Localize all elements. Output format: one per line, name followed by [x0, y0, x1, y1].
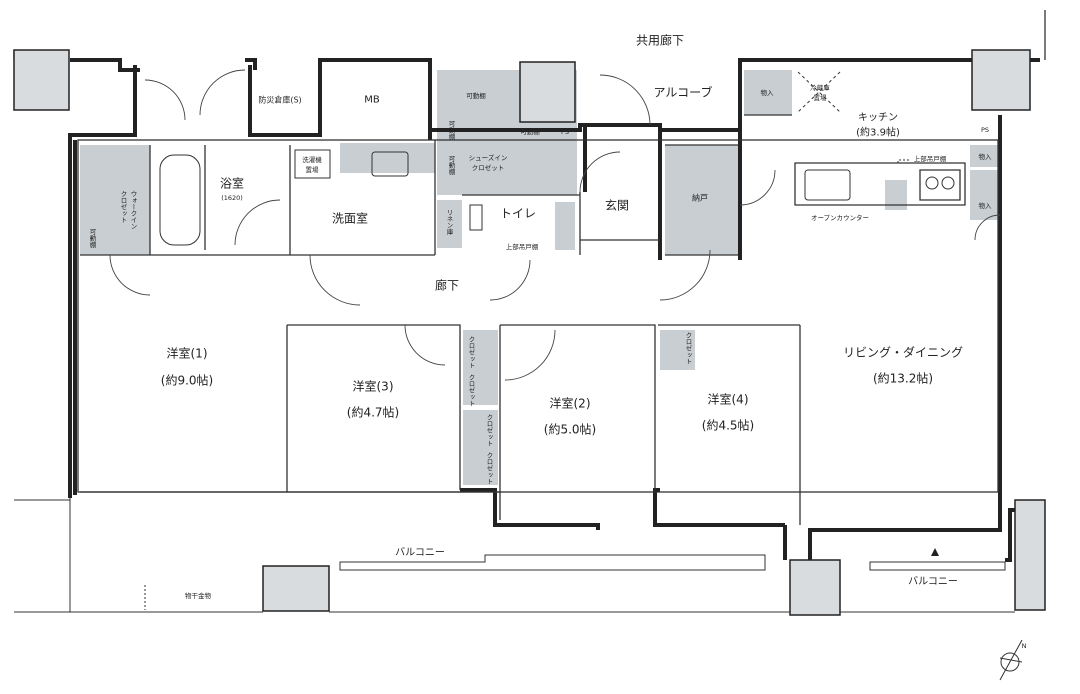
ps-label-2: PS	[980, 126, 990, 134]
alcove-label: アルコーブ	[653, 85, 713, 100]
shoes-in-closet-label: シューズイン クロゼット	[468, 154, 508, 172]
living-dining-size: (約13.2帖)	[872, 371, 934, 386]
bathtub	[159, 154, 201, 246]
balcony-label-2: バルコニー	[908, 576, 958, 588]
room-2-size: (約5.0帖)	[543, 422, 597, 437]
movable-shelf-label-5: 可動棚	[88, 228, 96, 248]
entrance-label: 玄関	[604, 198, 630, 213]
linen-label: リネン庫	[445, 209, 453, 235]
column	[789, 559, 841, 616]
closet-label-3: クロゼット	[485, 413, 493, 447]
toilet-label: トイレ	[499, 206, 537, 221]
column	[13, 49, 70, 111]
bathroom-size: (1620)	[221, 194, 243, 202]
column	[519, 61, 576, 123]
kitchen-storage-fill	[744, 70, 792, 115]
living-dining-name: リビング・ダイニング	[842, 345, 964, 360]
movable-shelf-label-4: 可動棚	[447, 155, 455, 175]
room-4-size: (約4.5帖)	[701, 418, 755, 433]
bathroom-label: 浴室	[219, 176, 245, 191]
north-label: N	[1021, 642, 1027, 650]
storage-fill	[665, 145, 738, 255]
column	[1014, 499, 1046, 611]
common-corridor-label: 共用廊下	[635, 33, 685, 48]
kitchen-storage-label: 物入	[760, 89, 774, 97]
room-2-name: 洋室(2)	[549, 396, 591, 411]
upper-cabinet-label-2: 上部吊戸棚	[913, 155, 947, 163]
movable-shelf-label-3: 可動棚	[447, 120, 455, 140]
kitchen-size: (約3.9帖)	[856, 127, 900, 139]
storage-in-label-3: 物入	[978, 202, 992, 210]
outer-wall	[68, 58, 1040, 575]
storage-label: 納戸	[692, 193, 708, 203]
room-3-size: (約4.7帖)	[346, 405, 400, 420]
walk-in-closet-label: ウォークイン クロゼット	[119, 190, 137, 230]
closet-label-5: クロゼット	[684, 331, 692, 365]
movable-shelf-label-2: 可動棚	[520, 128, 540, 136]
storage-in-label-2: 物入	[978, 153, 992, 161]
room-1-size: (約9.0帖)	[160, 373, 214, 388]
column	[971, 49, 1031, 111]
closet-label-2: クロゼット	[467, 373, 475, 407]
ps-label: PS	[560, 128, 570, 136]
room-1-name: 洋室(1)	[166, 346, 208, 361]
washer-space-label: 洗濯機 置場	[302, 156, 322, 174]
fridge-label: 冷蔵庫 置場	[810, 84, 830, 102]
walk-in-closet-fill	[80, 145, 150, 255]
balcony-label-1: バルコニー	[395, 547, 445, 559]
room-3-name: 洋室(3)	[352, 379, 394, 394]
drying-hardware-label: 物干金物	[185, 592, 211, 600]
column	[262, 565, 330, 612]
upper-cabinet-label: 上部吊戸棚	[505, 243, 539, 251]
disaster-storage-label: 防災倉庫(S)	[258, 95, 302, 105]
open-counter-label: オープンカウンター	[810, 214, 870, 222]
floor-outline	[77, 139, 999, 493]
washroom-label: 洗面室	[331, 211, 369, 226]
kitchen-label: キッチン	[858, 112, 898, 124]
closet-label-1: クロゼット	[467, 335, 475, 369]
mb-label: MB	[364, 94, 380, 106]
hallway-label: 廊下	[434, 278, 460, 293]
linen-fill	[437, 200, 462, 248]
movable-shelf-label: 可動棚	[466, 92, 486, 100]
room-4-name: 洋室(4)	[707, 392, 749, 407]
closet-label-4: クロゼット	[485, 451, 493, 485]
